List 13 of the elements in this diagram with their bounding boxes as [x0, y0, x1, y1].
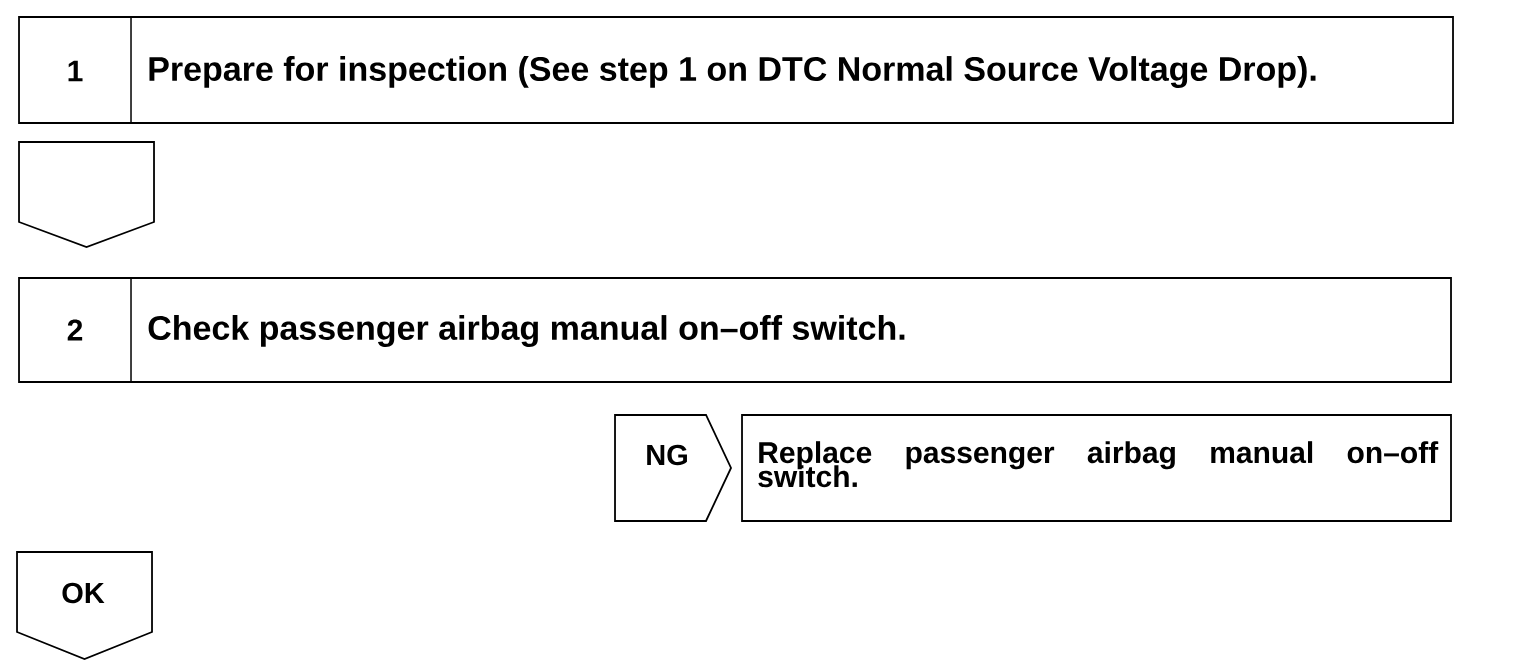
arrow-tag	[614, 414, 732, 522]
tag-label: NG	[647, 444, 687, 466]
action-box	[741, 414, 1452, 522]
arrow-tag	[18, 141, 155, 248]
tag-label: OK	[62, 582, 105, 604]
arrow-tag	[16, 551, 153, 660]
step-text: Prepare for inspection (See step 1 on DTC Normal Source Voltage Drop).	[149, 56, 1316, 88]
action-text: Replace passenger airbag manual on–off switch.	[758, 441, 1439, 488]
step-number: 2	[67, 319, 83, 341]
step-text: Check passenger airbag manual on–off switch.	[148, 315, 905, 347]
step-number: 1	[68, 60, 83, 82]
step-box	[18, 16, 1454, 124]
step-box	[18, 277, 1452, 383]
